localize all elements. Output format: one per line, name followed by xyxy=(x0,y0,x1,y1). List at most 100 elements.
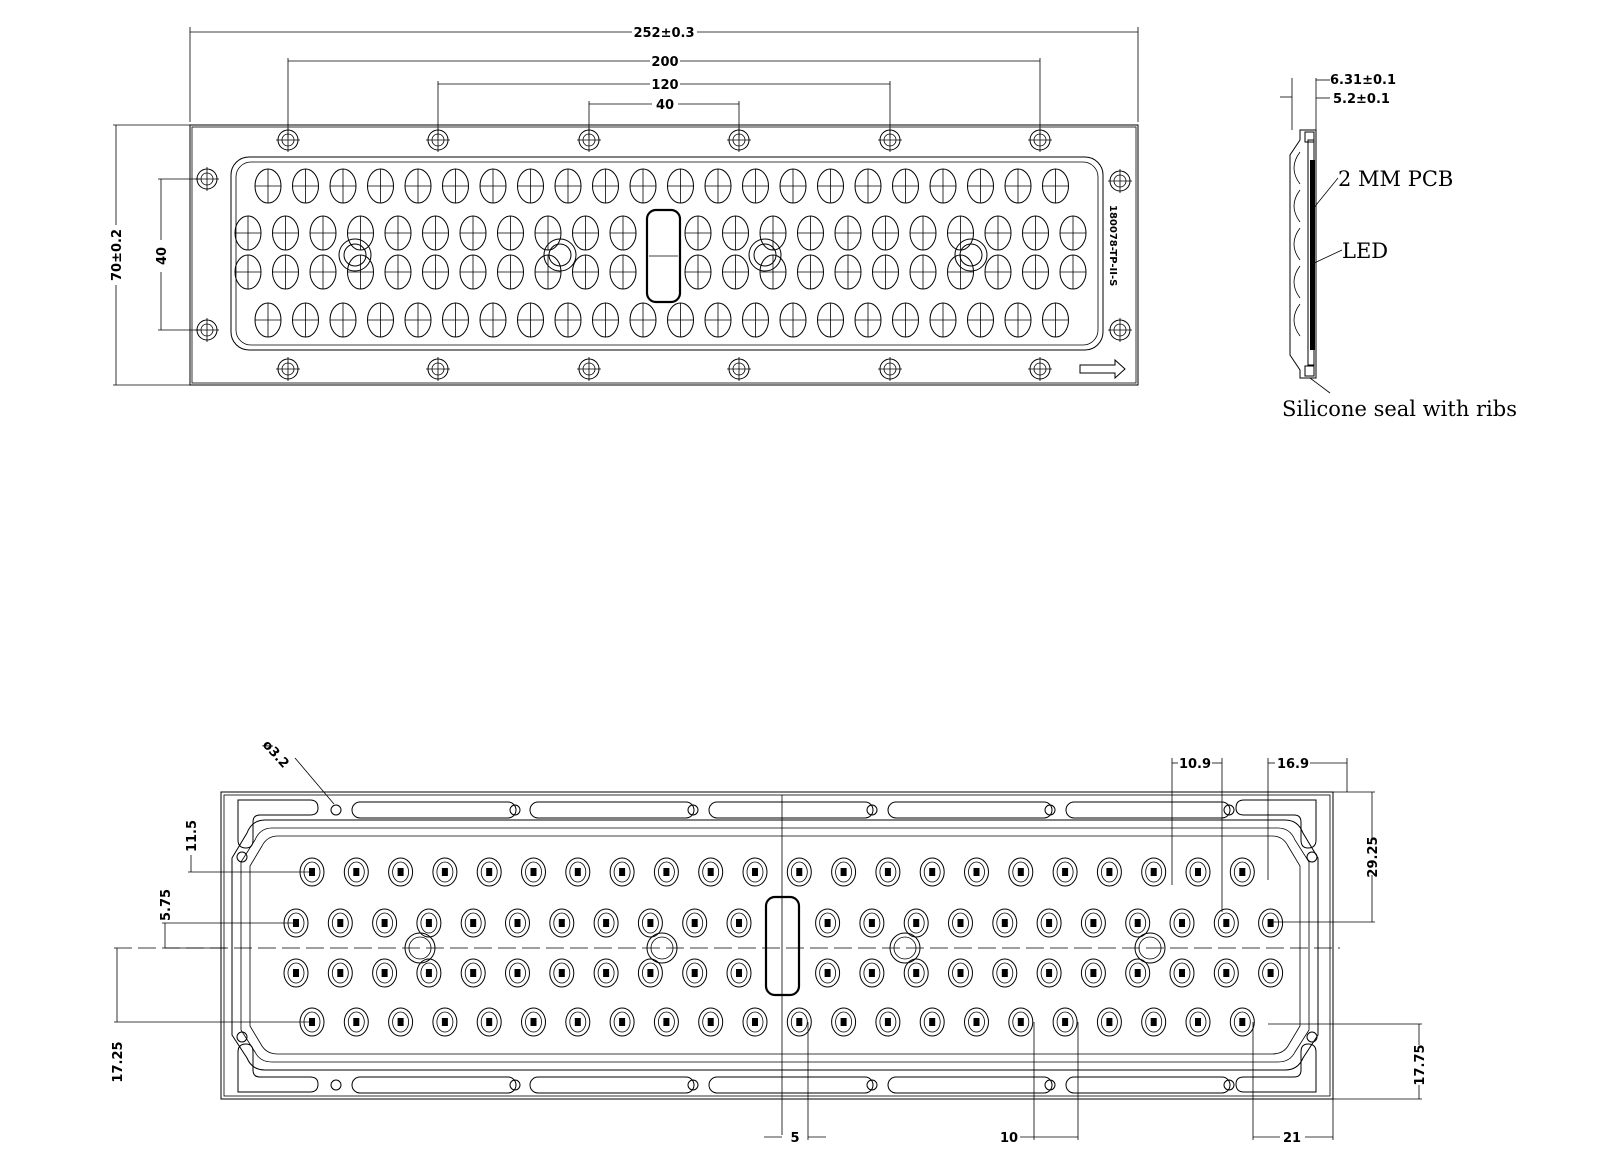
led-ring xyxy=(460,908,486,938)
led-ring-inner xyxy=(480,861,498,883)
led-ring xyxy=(549,958,575,988)
led-ring-inner xyxy=(968,1011,985,1033)
led-ring-inner xyxy=(642,912,659,934)
led-ring xyxy=(1258,908,1284,938)
lens xyxy=(497,215,524,251)
side-bump xyxy=(1293,303,1301,337)
led-ring xyxy=(726,908,752,938)
small-hole xyxy=(1044,804,1056,816)
led-ring xyxy=(1080,958,1106,988)
led xyxy=(1141,857,1167,887)
lens xyxy=(704,302,732,338)
boss-inner xyxy=(753,243,777,267)
led-ring xyxy=(1125,958,1151,988)
led-ring-inner xyxy=(996,962,1014,984)
led-chip xyxy=(425,919,432,927)
led-ring xyxy=(1258,958,1284,988)
led-ring xyxy=(948,958,973,988)
lens xyxy=(329,168,357,204)
led-ring xyxy=(919,1007,945,1037)
rib-slot xyxy=(529,1076,695,1094)
lens xyxy=(817,168,844,204)
led xyxy=(505,958,530,988)
led-ring xyxy=(460,958,486,988)
led-chip xyxy=(1239,868,1246,876)
led-chip xyxy=(1106,1018,1113,1026)
led-ring xyxy=(698,857,724,887)
led xyxy=(460,958,486,988)
led-ring-inner xyxy=(376,962,394,984)
side-view-profile xyxy=(1289,129,1317,379)
led-chip xyxy=(1062,868,1069,876)
lens xyxy=(629,302,657,338)
led-chip xyxy=(736,919,742,927)
lens xyxy=(1059,215,1087,251)
led xyxy=(521,1007,546,1037)
rib-slot xyxy=(351,1076,517,1094)
led-chip xyxy=(1001,919,1008,927)
led-ring xyxy=(327,958,353,988)
led-grid xyxy=(283,857,1284,1037)
led-ring xyxy=(1052,1007,1078,1037)
led-ring xyxy=(372,958,398,988)
led-ring-inner xyxy=(1189,1011,1207,1033)
lens xyxy=(929,168,957,204)
side-view: 6.31±0.1 5.2±0.1 2 MM PCB LED Silicone s… xyxy=(1280,73,1517,421)
lens xyxy=(572,254,599,290)
lens xyxy=(592,168,619,204)
lens xyxy=(1042,302,1069,338)
led-chip xyxy=(752,1018,758,1026)
dim-16-9: 16.9 xyxy=(1277,757,1309,772)
led-chip xyxy=(397,868,404,876)
lens xyxy=(347,254,374,290)
led-chip xyxy=(619,868,626,876)
led-ring xyxy=(343,857,369,887)
dim-overall-height: 70±0.2 xyxy=(110,229,125,281)
led-ring-inner xyxy=(347,1011,365,1033)
small-hole xyxy=(1306,851,1318,863)
led xyxy=(1125,958,1151,988)
lens xyxy=(479,302,507,338)
led-chip xyxy=(868,969,875,977)
led-ring xyxy=(283,958,309,988)
led-ring xyxy=(1096,1007,1122,1037)
corner-bracket xyxy=(1235,1043,1317,1093)
led xyxy=(742,857,768,887)
led xyxy=(1185,1007,1211,1037)
small-hole xyxy=(866,1079,878,1091)
led-chip xyxy=(1223,969,1230,977)
led-ring-inner xyxy=(1056,1011,1074,1033)
led-ring-inner xyxy=(1040,912,1058,934)
dim-11-5: 11.5 xyxy=(185,820,200,852)
dim-29-25: 29.25 xyxy=(1366,836,1381,877)
small-hole xyxy=(1306,1031,1318,1043)
led-chip xyxy=(425,969,432,977)
led xyxy=(609,857,635,887)
led-chip xyxy=(603,969,610,977)
led-ring-inner xyxy=(968,861,985,883)
led-chip xyxy=(691,919,698,927)
led-ring-inner xyxy=(702,1011,720,1033)
led-chip xyxy=(603,919,610,927)
led-ring-inner xyxy=(1145,1011,1163,1033)
led-chip xyxy=(1090,969,1097,977)
lens xyxy=(984,254,1012,290)
small-hole xyxy=(687,1079,699,1091)
led-chip xyxy=(574,1018,581,1026)
led-ring-inner xyxy=(923,861,941,883)
lens xyxy=(517,168,544,204)
rib-slot xyxy=(708,1076,874,1094)
led-chip xyxy=(868,919,875,927)
lens xyxy=(722,215,749,251)
led-chip xyxy=(647,919,654,927)
dim-side-hole-span: 40 xyxy=(155,247,170,265)
led-ring-inner xyxy=(746,1011,764,1033)
led xyxy=(388,1007,414,1037)
led-chip xyxy=(1223,919,1230,927)
boss xyxy=(543,238,577,272)
led-ring-inner xyxy=(658,861,675,883)
led xyxy=(1052,1007,1078,1037)
lens xyxy=(292,168,319,204)
led-chip xyxy=(1062,1018,1069,1026)
led xyxy=(786,857,812,887)
